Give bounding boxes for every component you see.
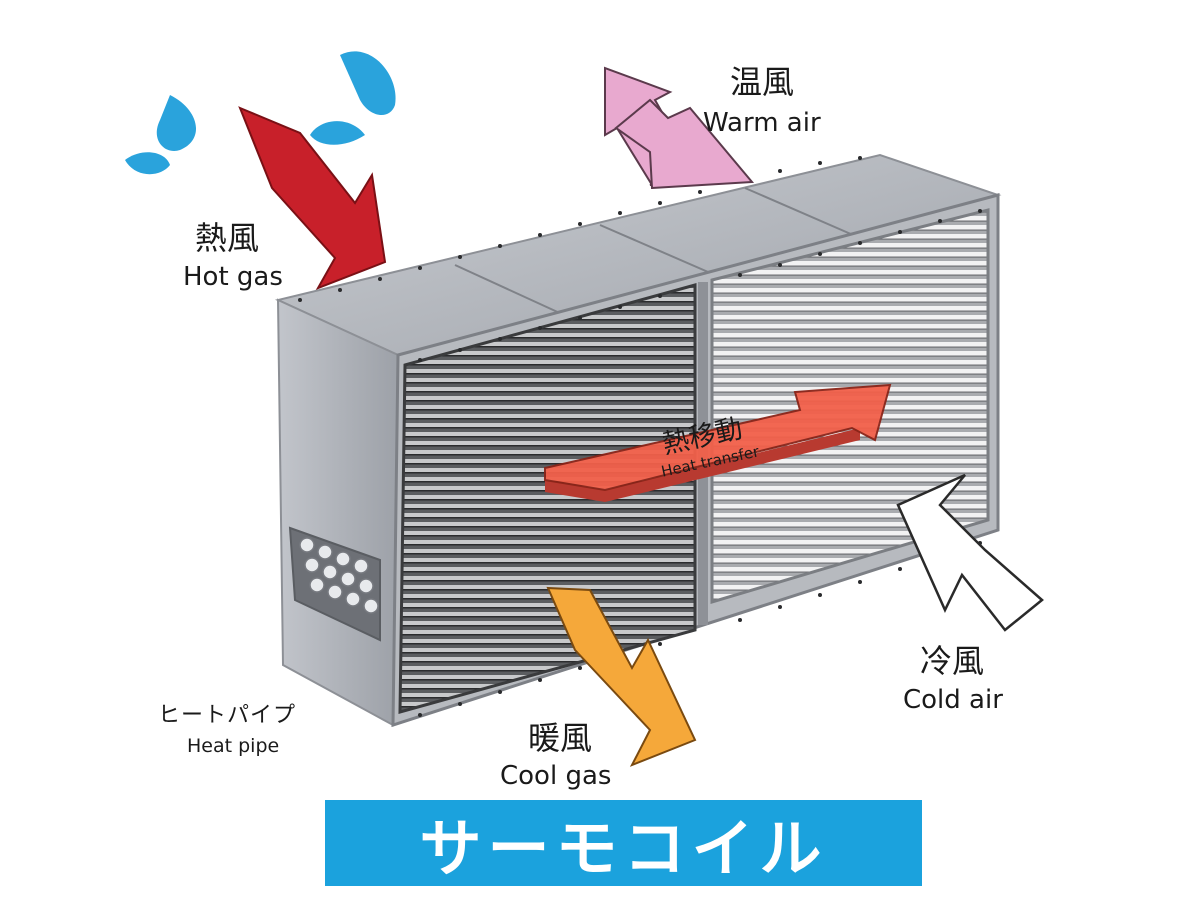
hot-gas-arrow [238, 106, 387, 290]
casing-side [276, 298, 400, 727]
cool-gas-arrow [546, 586, 697, 767]
cool-gas-label-jp: 暖風 [528, 719, 593, 757]
heat-pipe-label-jp: ヒートパイプ [158, 703, 297, 728]
thermo-coil-banner: サーモコイル [325, 800, 922, 886]
heat-transfer-arrow [544, 383, 892, 492]
cold-air-label-jp: 冷風 [920, 642, 985, 680]
cool-gas-label-en: Cool gas [500, 761, 612, 791]
cold-air-label-en: Cold air [903, 685, 1003, 715]
water-droplet-icon [125, 51, 396, 175]
hot-gas-label-en: Hot gas [183, 262, 283, 292]
cold-air-arrow [896, 473, 1044, 632]
warm-air-label-en: Warm air [703, 108, 821, 138]
fin-panel-hot-side [398, 283, 697, 714]
heat-transfer-arrow-side [545, 428, 860, 502]
warm-air-label-jp: 温風 [730, 63, 795, 101]
warm-air-arrow-body [614, 98, 755, 190]
heat-pipe-bundle-icon [288, 526, 381, 642]
hot-gas-label-jp: 熱風 [195, 219, 260, 257]
casing-top-seam [599, 224, 716, 276]
heat-pipe-label-en: Heat pipe [187, 735, 280, 757]
casing-top-seam [454, 264, 576, 321]
casing-top-seam [744, 187, 861, 239]
